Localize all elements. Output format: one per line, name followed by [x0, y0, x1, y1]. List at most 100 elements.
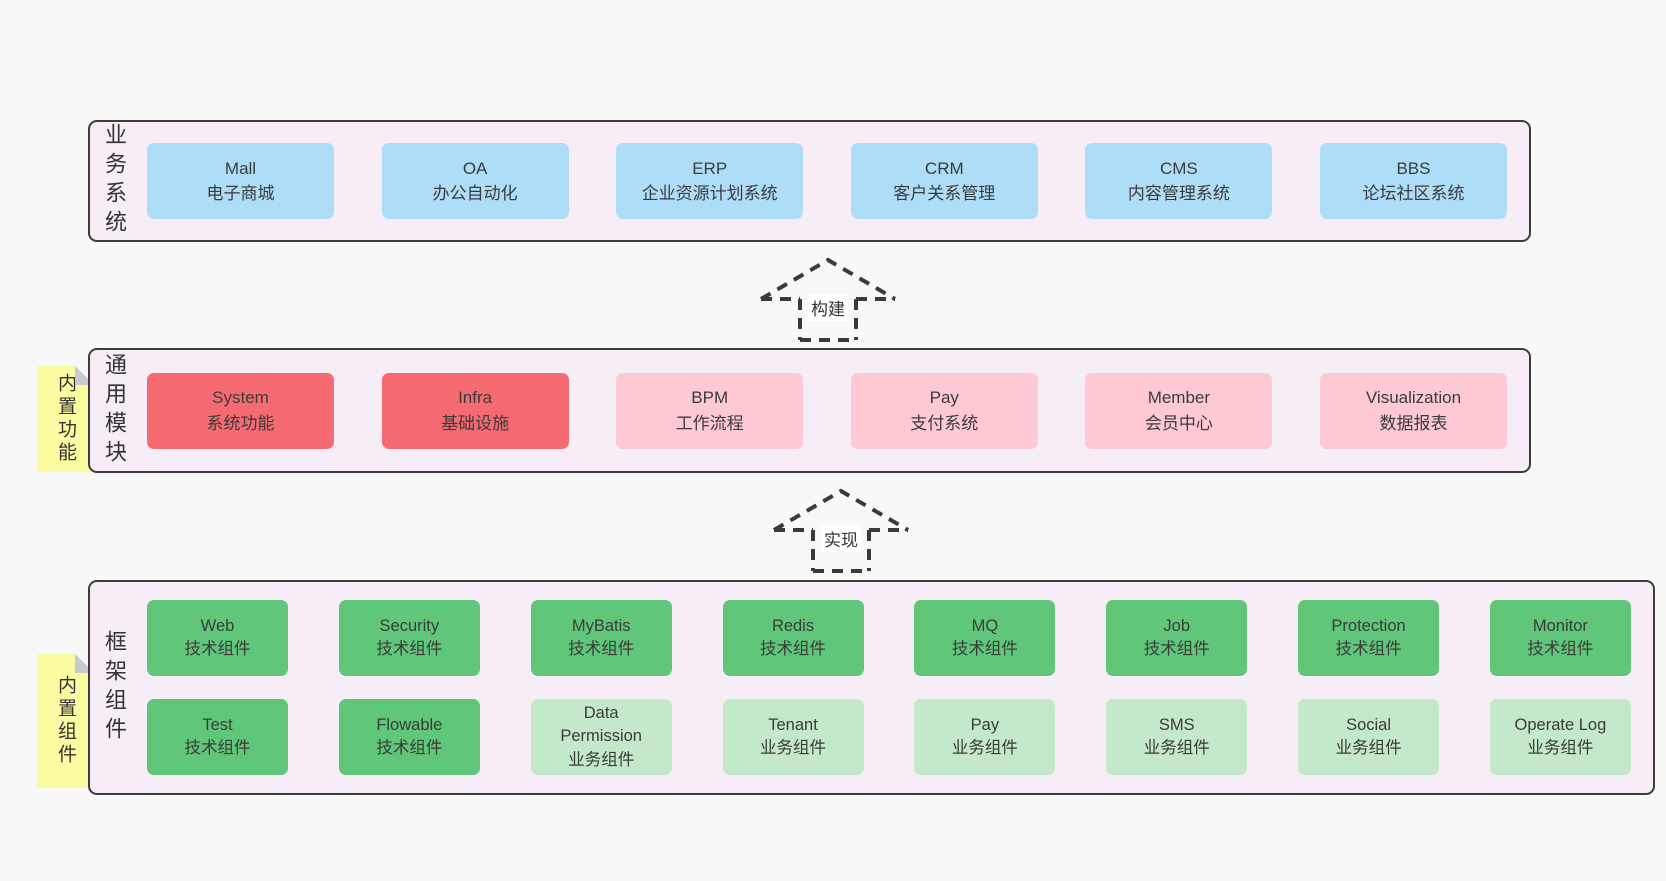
box-subtitle: 内容管理系统 — [1127, 184, 1230, 203]
box-tenant: Tenant 业务组件 — [722, 699, 864, 775]
box-cms: CMS 内容管理系统 — [1085, 143, 1273, 219]
box-mybatis: MyBatis 技术组件 — [530, 600, 672, 676]
common-modules-layer: 通用模块 System 系统功能 Infra 基础设施 BPM 工作流程 Pay… — [88, 348, 1531, 473]
box-title: Protection — [1331, 616, 1406, 635]
box-redis: Redis 技术组件 — [722, 600, 864, 676]
box-mq: MQ 技术组件 — [914, 600, 1056, 676]
box-subtitle: 技术组件 — [951, 640, 1018, 658]
box-subtitle: 论坛社区系统 — [1362, 184, 1465, 203]
implement-arrow: 实现 — [766, 485, 916, 575]
box-subtitle: 数据报表 — [1379, 413, 1448, 433]
box-title: SMS — [1158, 715, 1195, 734]
box-protection: Protection 技术组件 — [1298, 600, 1440, 676]
box-test: Test 技术组件 — [147, 699, 288, 775]
box-subtitle: 工作流程 — [675, 413, 744, 433]
box-title: Web — [200, 616, 235, 635]
box-title: BPM — [691, 388, 729, 407]
box-subtitle: 系统功能 — [206, 413, 275, 433]
box-title: MQ — [971, 616, 999, 635]
business-boxes-row: Mall 电子商城 OA 办公自动化 ERP 企业资源计划系统 CRM 客户关系… — [125, 143, 1529, 219]
box-title: CMS — [1159, 158, 1198, 178]
dashed-up-arrow-icon — [759, 257, 897, 342]
box-monitor: Monitor 技术组件 — [1489, 600, 1631, 676]
box-subtitle: 会员中心 — [1144, 413, 1213, 433]
box-subtitle: 电子商城 — [206, 184, 275, 203]
box-subtitle: 业务组件 — [568, 750, 635, 769]
box-operate-log: Operate Log 业务组件 — [1489, 699, 1631, 775]
box-title: Job — [1163, 616, 1191, 635]
modules-boxes-row: System 系统功能 Infra 基础设施 BPM 工作流程 Pay 支付系统… — [125, 372, 1529, 449]
sticky-note-label: 内置组件 — [55, 675, 76, 767]
box-subtitle: 业务组件 — [951, 739, 1018, 757]
sticky-note-builtin-features: 内置功能 — [37, 366, 94, 472]
business-systems-layer: 业务系统 Mall 电子商城 OA 办公自动化 ERP 企业资源计划系统 CRM… — [88, 120, 1531, 242]
box-web: Web 技术组件 — [147, 600, 288, 676]
box-member: Member 会员中心 — [1085, 372, 1273, 449]
box-pay-component: Pay 业务组件 — [914, 699, 1056, 775]
box-subtitle: 客户关系管理 — [893, 184, 996, 203]
box-title: Member — [1147, 388, 1211, 407]
box-title: BBS — [1396, 158, 1431, 178]
box-social: Social 业务组件 — [1298, 699, 1440, 775]
box-title: Redis — [771, 616, 815, 635]
box-title: Tenant — [768, 715, 818, 734]
box-pay-module: Pay 支付系统 — [850, 372, 1038, 449]
box-subtitle: 支付系统 — [910, 413, 979, 433]
box-visualization: Visualization 数据报表 — [1319, 372, 1507, 449]
layer-label-framework: 框架组件 — [102, 629, 127, 746]
box-subtitle: 技术组件 — [376, 739, 443, 757]
box-title: OA — [462, 158, 488, 178]
box-subtitle: 业务组件 — [1335, 739, 1402, 757]
box-subtitle: 技术组件 — [760, 640, 827, 658]
framework-row-2: Test 技术组件 Flowable 技术组件 Data Permission … — [125, 699, 1653, 775]
dashed-up-arrow-icon — [772, 488, 910, 573]
box-title: Visualization — [1365, 388, 1462, 407]
box-title: ERP — [692, 158, 728, 178]
box-subtitle: 技术组件 — [1143, 640, 1210, 658]
box-bpm: BPM 工作流程 — [616, 372, 804, 449]
box-sms: SMS 业务组件 — [1106, 699, 1248, 775]
box-title: Social — [1346, 715, 1392, 734]
sticky-note-label: 内置功能 — [55, 373, 76, 465]
box-mall: Mall 电子商城 — [147, 143, 334, 219]
box-title: System — [212, 388, 269, 407]
box-flowable: Flowable 技术组件 — [338, 699, 480, 775]
box-title: Pay — [929, 388, 959, 407]
box-subtitle: 业务组件 — [1527, 739, 1594, 757]
box-subtitle: 企业资源计划系统 — [641, 184, 778, 203]
framework-row-1: Web 技术组件 Security 技术组件 MyBatis 技术组件 Redi… — [125, 600, 1653, 676]
box-title: Pay — [970, 715, 1000, 734]
box-subtitle: 技术组件 — [184, 739, 251, 757]
box-subtitle: 业务组件 — [760, 739, 827, 757]
box-title: Operate Log — [1514, 715, 1607, 734]
framework-components-layer: 框架组件 Web 技术组件 Security 技术组件 MyBatis 技术组件… — [88, 580, 1655, 795]
sticky-note-builtin-components: 内置组件 — [37, 654, 94, 788]
box-bbs: BBS 论坛社区系统 — [1319, 143, 1507, 219]
box-subtitle: 技术组件 — [376, 640, 443, 658]
box-title: Security — [379, 616, 440, 635]
box-crm: CRM 客户关系管理 — [850, 143, 1038, 219]
build-arrow-label: 构建 — [808, 294, 848, 321]
box-subtitle: 基础设施 — [441, 413, 510, 433]
box-title: CRM — [924, 158, 964, 178]
box-title: MyBatis — [571, 616, 631, 635]
layer-label-business: 业务系统 — [102, 123, 127, 239]
box-oa: OA 办公自动化 — [381, 143, 569, 219]
framework-rows: Web 技术组件 Security 技术组件 MyBatis 技术组件 Redi… — [125, 600, 1653, 775]
box-title: Monitor — [1532, 616, 1588, 635]
box-security: Security 技术组件 — [338, 600, 480, 676]
box-subtitle: 技术组件 — [568, 640, 635, 658]
build-arrow: 构建 — [753, 254, 903, 344]
box-subtitle: 业务组件 — [1143, 739, 1210, 757]
box-subtitle: 技术组件 — [184, 640, 251, 658]
layer-label-modules: 通用模块 — [102, 352, 127, 469]
box-title: Infra — [458, 388, 493, 407]
box-subtitle: 办公自动化 — [432, 184, 518, 203]
box-subtitle: 技术组件 — [1335, 640, 1402, 658]
box-erp: ERP 企业资源计划系统 — [616, 143, 804, 219]
box-data-permission: Data Permission 业务组件 — [530, 699, 672, 775]
box-title: Flowable — [376, 715, 443, 734]
box-title: Data Permission — [560, 703, 642, 746]
box-title: Mall — [224, 158, 257, 178]
